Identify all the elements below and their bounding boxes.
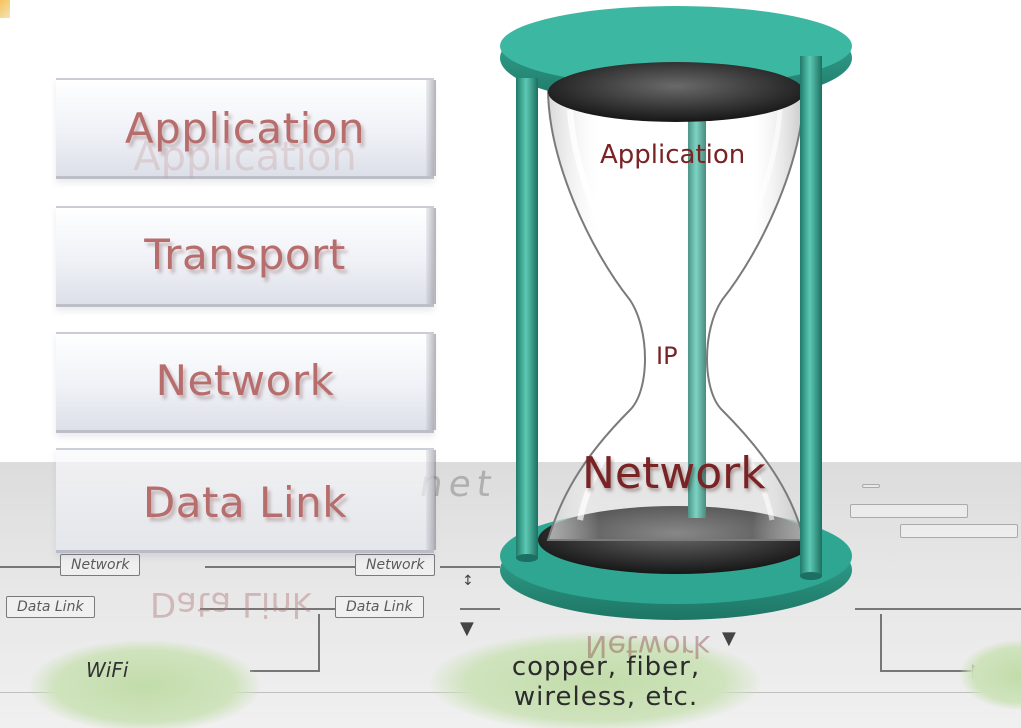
floor-node-network-left: Network — [60, 554, 141, 576]
floor-line-2 — [205, 566, 355, 568]
floor-arrow-updown: ↕ — [462, 573, 474, 589]
cloud-media — [430, 632, 760, 728]
floor-node-far-right-transport — [900, 524, 1018, 538]
floor-node-network-mid: Network — [355, 554, 436, 576]
slab-side-datalink — [426, 450, 436, 550]
floor-line-9 — [880, 614, 882, 670]
corner-decoration — [0, 0, 10, 18]
floor-line-4 — [200, 608, 335, 610]
floor-line-8 — [250, 670, 320, 672]
floor-arrow-down-2: ▼ — [722, 628, 736, 649]
hourglass-rod-right — [800, 56, 822, 576]
floor-line-5 — [460, 608, 500, 610]
floor-diagram: net Network Network Data Link Data Link … — [0, 462, 1021, 728]
layer-label-datalink: Data Link — [142, 478, 348, 527]
layer-slab-application: Application Application — [56, 78, 436, 180]
floor-arrow-down-1: ▼ — [460, 618, 474, 639]
floor-line-10 — [880, 670, 980, 672]
layer-label-application: Application — [124, 104, 366, 153]
media-label-line2: wireless, etc. — [513, 682, 699, 712]
media-label-line1: copper, fiber, — [511, 652, 701, 682]
hourglass-glass — [546, 87, 806, 541]
hourglass-rod-left — [516, 78, 538, 558]
layer-slab-network: Network — [56, 332, 436, 433]
hourglass-top — [500, 6, 852, 122]
floor-node-far-right-top — [862, 484, 880, 488]
layer-slab-datalink: Data Link — [56, 448, 436, 553]
layer-slab-transport: Transport — [56, 206, 436, 307]
media-label: copper, fiber, wireless, etc. — [466, 652, 746, 712]
floor-node-datalink-left: Data Link — [6, 596, 95, 618]
layer-label-network: Network — [155, 356, 335, 405]
slab-side-application — [426, 80, 436, 176]
layer-ghost-application: Application — [133, 134, 357, 180]
cloud-wifi — [30, 640, 260, 728]
slab-side-network — [426, 334, 436, 430]
floor-node-datalink-mid: Data Link — [335, 596, 424, 618]
wifi-label: WiFi — [86, 658, 129, 682]
floor-line-3 — [440, 566, 500, 568]
floor-node-far-right-app — [850, 504, 968, 518]
layer-label-transport: Transport — [144, 230, 346, 279]
slab-side-transport — [426, 208, 436, 304]
floor-line-7 — [318, 614, 320, 670]
floor-line-6 — [855, 608, 1021, 610]
floor-line-1 — [0, 566, 60, 568]
